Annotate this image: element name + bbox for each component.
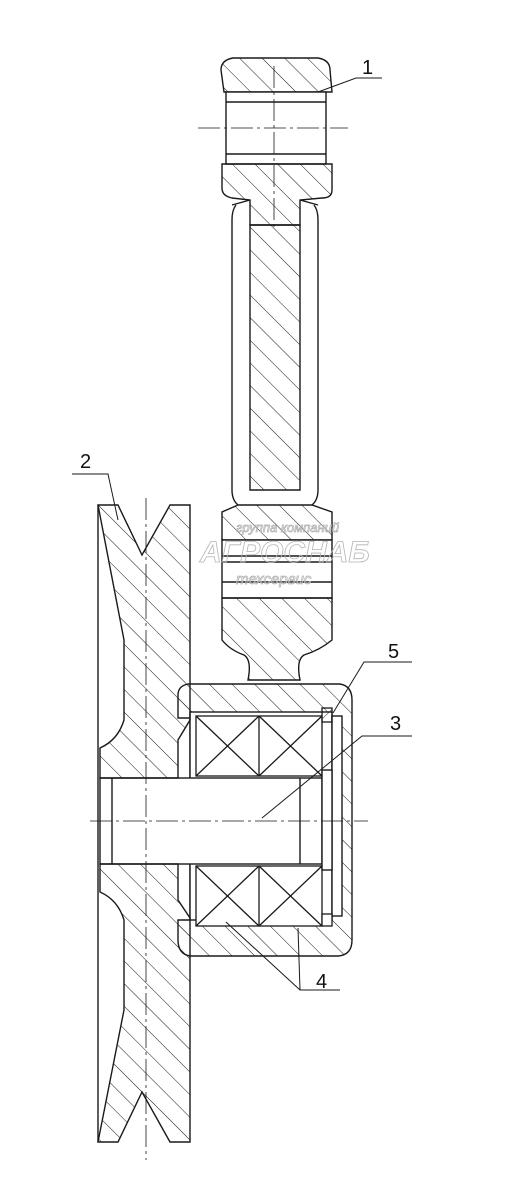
callout-3: 3 xyxy=(390,713,401,735)
callout-4: 4 xyxy=(316,971,327,993)
axle xyxy=(99,769,333,871)
callout-2: 2 xyxy=(80,451,91,473)
arm-lower-neck xyxy=(221,597,333,681)
callout-1: 1 xyxy=(362,57,373,79)
callout-5: 5 xyxy=(388,641,399,663)
bearings xyxy=(195,707,333,927)
pulley-upper-half xyxy=(97,504,191,779)
arm-web xyxy=(249,224,301,491)
callouts: 1 2 3 4 5 xyxy=(80,57,401,993)
retaining-ring xyxy=(321,707,333,723)
pulley-lower-half xyxy=(97,863,191,1143)
arm-top-boss xyxy=(220,57,333,93)
svg-text:группа компаний: группа компаний xyxy=(236,520,339,535)
svg-text:техсервис: техсервис xyxy=(236,571,312,588)
centerlines xyxy=(90,66,368,1160)
arm-neck-top xyxy=(221,163,333,226)
watermark: группа компаний АГРОСНАБ техсервис xyxy=(199,520,370,589)
pulley xyxy=(97,504,191,1143)
svg-text:АГРОСНАБ: АГРОСНАБ xyxy=(199,536,370,569)
leader-lines xyxy=(72,77,412,991)
housing-cover xyxy=(331,715,343,917)
